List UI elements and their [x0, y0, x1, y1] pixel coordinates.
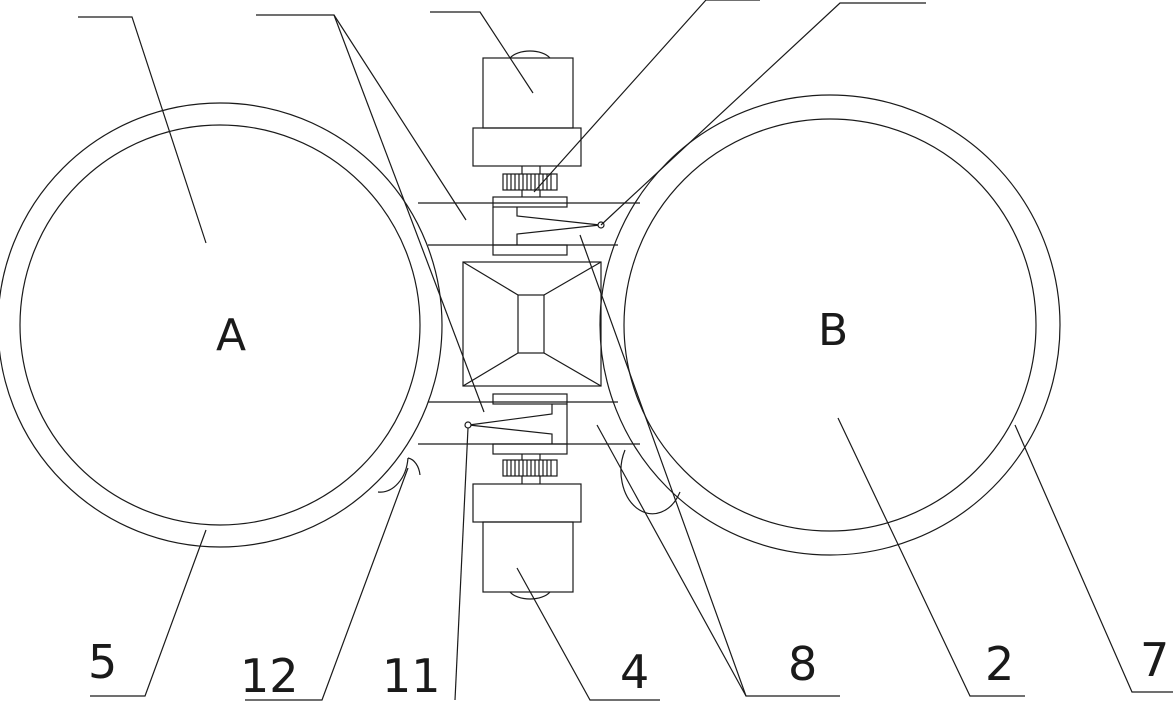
lower-frame-bar	[418, 401, 640, 445]
callout-7: 7	[1140, 633, 1169, 687]
callout-5: 5	[88, 635, 117, 689]
callout-11: 11	[382, 649, 441, 703]
upper-motor	[472, 50, 582, 197]
leader-lines	[78, 0, 1173, 701]
wheel-b-outer-rim	[599, 94, 1061, 556]
lower-motor	[472, 454, 582, 600]
wheel-a-outer-rim	[0, 102, 443, 548]
wheel-a-label: A	[216, 310, 246, 361]
wheel-a-inner-rim	[19, 124, 421, 526]
upper-gear	[502, 173, 558, 191]
callout-4: 4	[620, 645, 649, 699]
wheel-a	[0, 102, 443, 548]
central-housing	[462, 261, 602, 387]
callout-8: 8	[788, 637, 817, 691]
callout-12: 12	[240, 649, 299, 703]
upper-clamp	[492, 196, 605, 256]
upper-frame-bar	[418, 202, 640, 246]
callout-2: 2	[985, 637, 1014, 691]
wheel-b-label: B	[818, 305, 848, 356]
wheel-b-inner-rim	[623, 118, 1037, 532]
wheel-b	[599, 94, 1061, 556]
lower-gear	[502, 459, 558, 477]
